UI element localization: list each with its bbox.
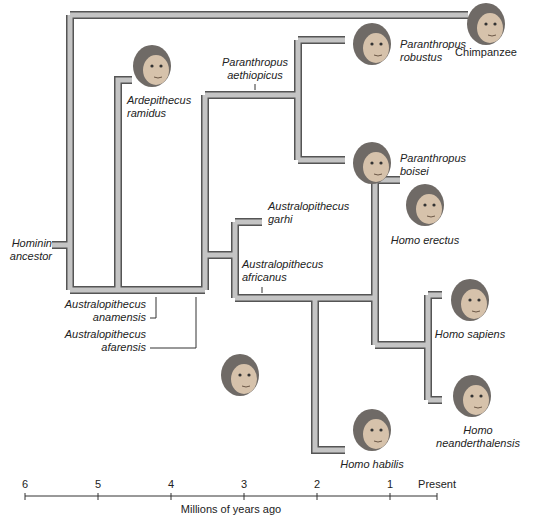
species-label: Homo habilis [340,458,404,471]
species-label: Ardepithecus ramidus [127,94,199,120]
species-label: Paranthropus robustus [400,38,475,64]
species-label: Homo neanderthalensis [431,424,526,450]
axis-tick-label: 2 [314,478,320,491]
axis-tick-label: 3 [241,478,247,491]
species-label: Homo sapiens [435,328,505,341]
time-axis [25,496,437,497]
species-label: Australopithecus garhi [268,200,358,226]
leader-line [262,287,263,293]
axis-tick-label: Present [418,478,456,491]
axis-tick-label: 5 [95,478,101,491]
axis-tick-label: 1 [387,478,393,491]
leader-line [255,84,256,90]
chimp-head [467,3,505,45]
axis-ticks [25,493,437,500]
species-label: Australopithecus anamensis [51,298,146,324]
axis-tick-label: 6 [22,478,28,491]
hominin-head [133,45,171,87]
leader-line [150,297,196,348]
species-label: Australopithecus afarensis [51,328,146,354]
branch-fill [52,15,468,450]
axis-title: Millions of years ago [181,503,281,516]
axis-tick-label: 4 [168,478,174,491]
hominin-head [451,279,489,321]
hominin-head [353,23,391,65]
branch-outline [52,15,468,450]
hominin-head [453,375,491,417]
species-label: Paranthropus boisei [400,152,475,178]
hominin-head [221,354,259,396]
hominin-head [353,142,391,184]
leader-line [150,297,156,318]
species-label: Homo erectus [391,234,459,247]
species-label: Paranthropus aethiopicus [219,56,291,82]
species-label: Australopithecus africanus [242,258,337,284]
hominin-head [353,409,391,451]
root-label: Hominin ancestor [2,237,52,263]
hominin-head [406,184,444,226]
